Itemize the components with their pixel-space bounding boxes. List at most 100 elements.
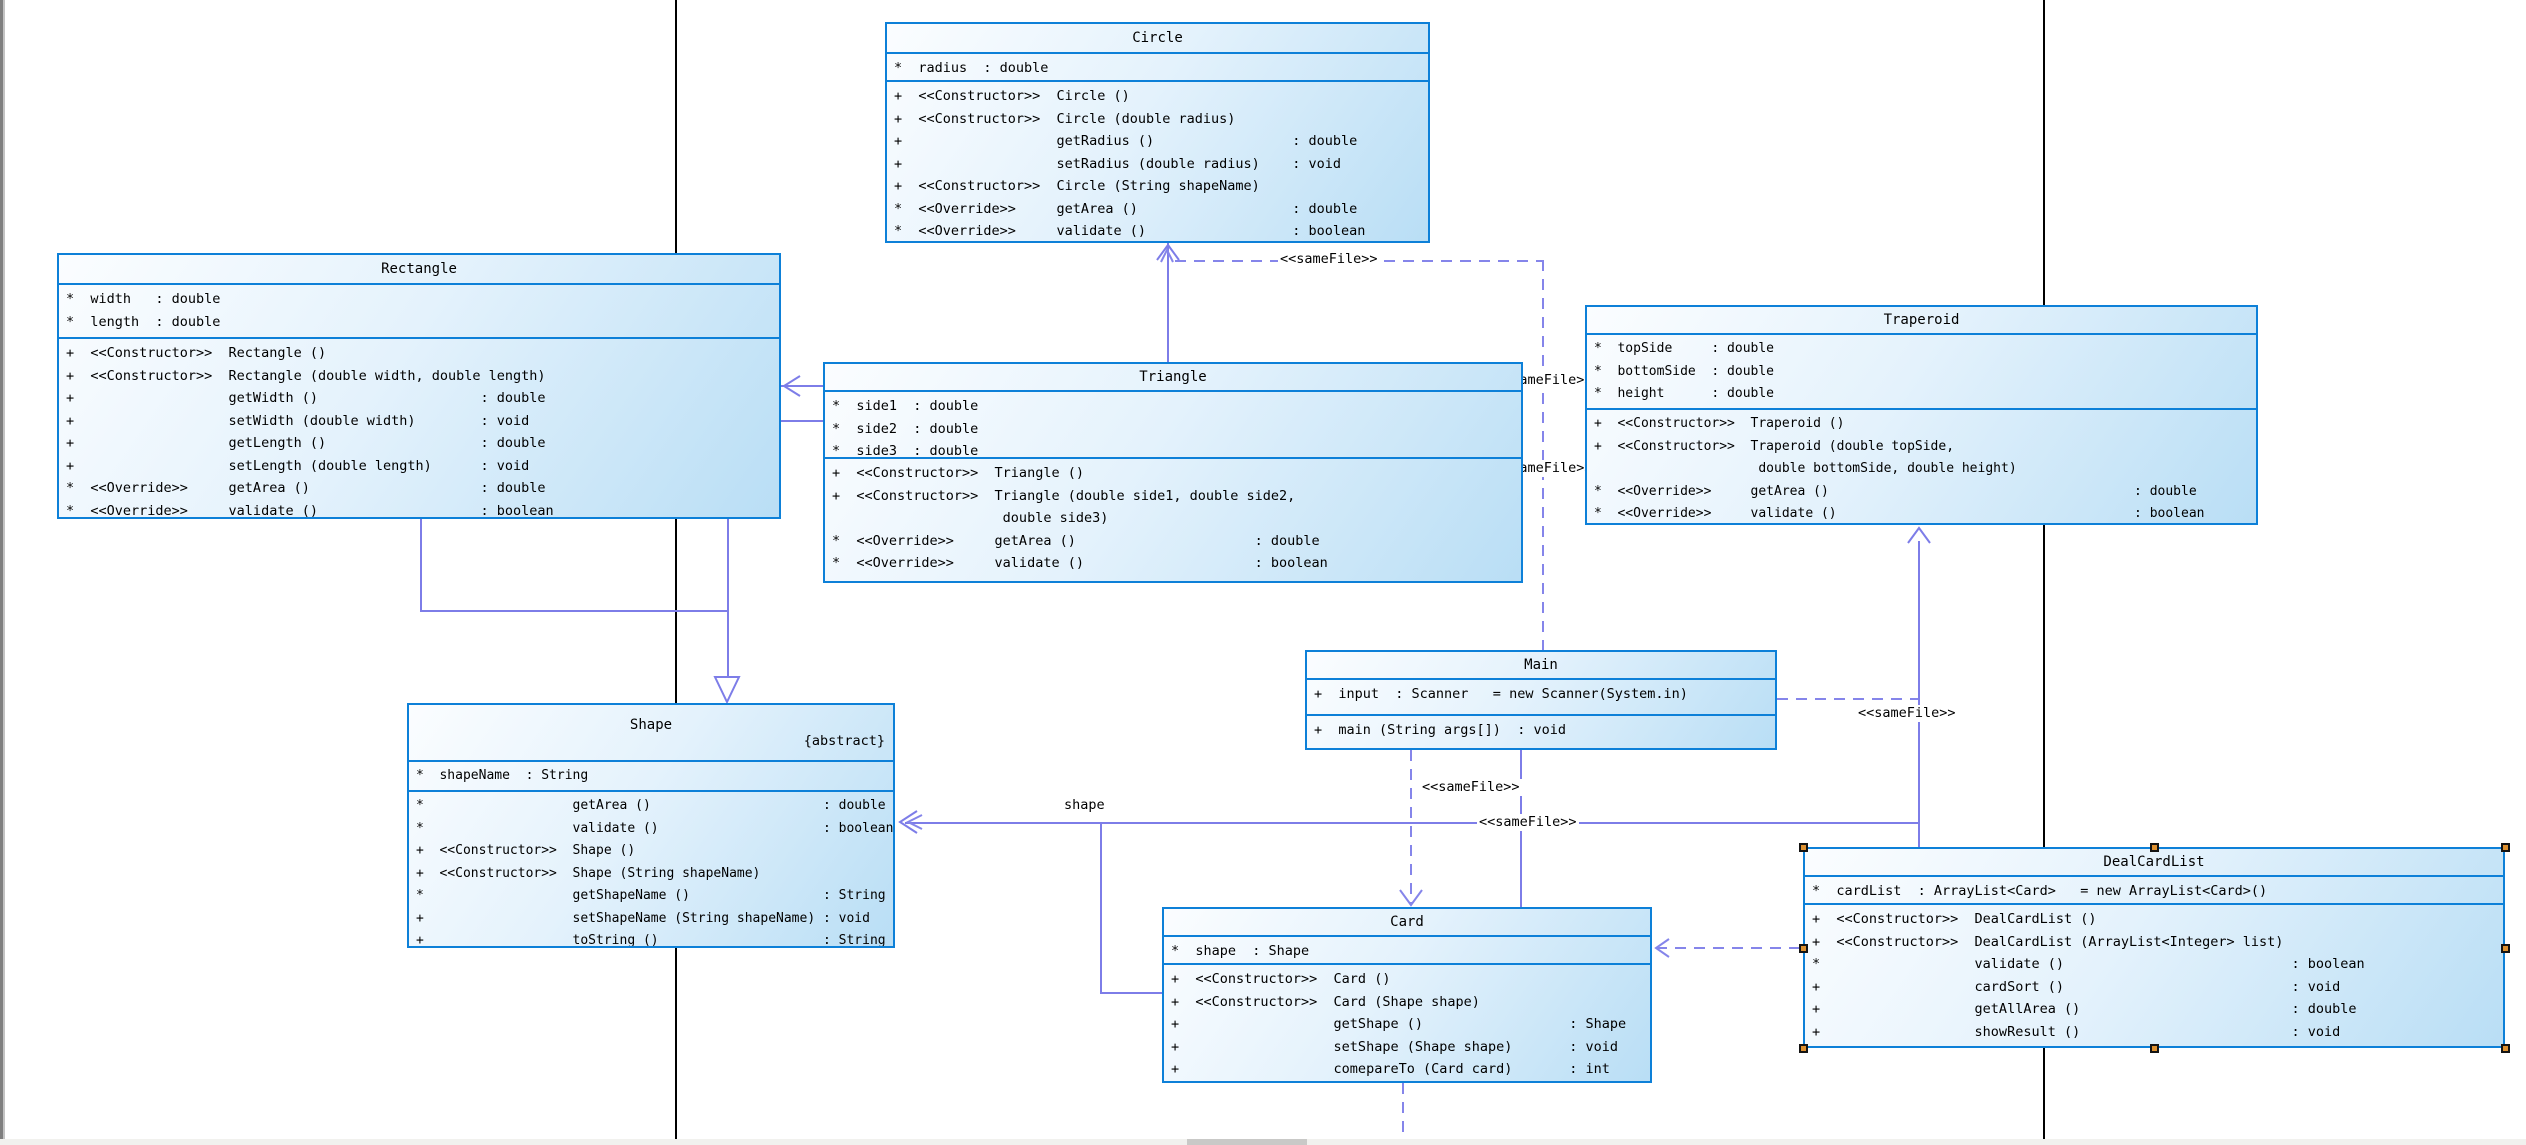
method-row: * validate () : boolean <box>1812 956 2365 972</box>
method-row: + <<Constructor>> Triangle () <box>832 465 1084 481</box>
attribute-row: * shapeName : String <box>416 768 589 783</box>
attribute-row: * side1 : double <box>832 398 979 414</box>
connector-triangle-rectangle[interactable] <box>781 385 823 387</box>
method-row: + <<Constructor>> Traperoid () <box>1594 416 1845 431</box>
method-row: * getShapeName () : String <box>416 888 886 903</box>
attribute-row: * height : double <box>1594 386 1775 401</box>
method-row: + <<Constructor>> Shape () <box>416 843 636 858</box>
method-row: + getWidth () : double <box>66 390 546 406</box>
connector-card-shape-h[interactable] <box>1100 992 1162 994</box>
window-left-border-highlight <box>3 0 5 1145</box>
page-boundary-line-left <box>675 0 677 1139</box>
class-box-dealcardlist[interactable]: DealCardList * cardList : ArrayList<Card>… <box>1803 847 2505 1048</box>
method-row: * <<Override>> validate () : boolean <box>66 502 554 519</box>
method-row: + <<Constructor>> Card () <box>1171 971 1391 987</box>
method-row: + getShape () : Shape <box>1171 1016 1627 1032</box>
class-box-triangle[interactable]: Triangle * side1 : double * side2 : double… <box>823 362 1523 583</box>
open-arrow-down-card-icon <box>1399 889 1423 907</box>
open-arrow-up-traperoid-icon <box>1907 526 1931 544</box>
class-box-shape[interactable]: Shape {abstract} * shapeName : String * get… <box>407 703 895 948</box>
connector-triangle-circle[interactable] <box>1167 243 1169 362</box>
attribute-row: * cardList : ArrayList<Card> = new Array… <box>1812 883 2268 899</box>
method-row: + <<Constructor>> Shape (String shapeNam… <box>416 865 761 881</box>
open-arrow-left-shape-icon <box>898 810 923 834</box>
dependency-samefile-main-right[interactable] <box>1777 698 1918 700</box>
class-title: Main <box>1524 657 1558 673</box>
method-row: + setShapeName (String shapeName) : void <box>416 910 870 926</box>
dependency-card-bottom[interactable] <box>1402 1083 1404 1139</box>
connector-card-shape-v[interactable] <box>1100 822 1102 992</box>
method-row: + <<Constructor>> Card (Shape shape) <box>1171 993 1480 1010</box>
dependency-samefile-circle-v[interactable] <box>1542 260 1544 650</box>
connector-rectangle-shape-v2[interactable] <box>420 519 422 610</box>
method-row: * getArea () : double <box>416 798 886 813</box>
method-row: + <<Constructor>> Rectangle () <box>66 345 327 361</box>
window-left-border <box>0 0 3 1145</box>
method-row: + <<Constructor>> DealCardList (ArrayLis… <box>1812 933 2284 950</box>
method-row: + <<Constructor>> Circle (double radius) <box>894 110 1236 127</box>
attribute-row: + input : Scanner = new Scanner(System.i… <box>1314 686 1688 702</box>
method-row: double bottomSide, double height) <box>1594 461 2017 476</box>
class-title: Card <box>1390 914 1424 930</box>
open-arrow-up-circle-icon <box>1156 243 1180 263</box>
samefile-label-main-deal: <<sameFile>> <box>1856 705 1958 722</box>
attribute-row: * side2 : double <box>832 420 979 437</box>
method-row: * validate () : boolean <box>416 820 893 836</box>
selection-handle[interactable] <box>1799 943 1808 953</box>
attribute-row: * length : double <box>66 313 221 330</box>
class-stereotype-tag: {abstract} <box>803 732 885 749</box>
class-box-rectangle[interactable]: Rectangle* width : double* length : doub… <box>57 253 781 519</box>
method-row: * <<Override>> validate () : boolean <box>894 223 1366 239</box>
method-row: + getAllArea () : double <box>1812 1001 2357 1017</box>
method-row: + showResult () : void <box>1812 1023 2341 1040</box>
method-row: + comepareTo (Card card) : int <box>1171 1061 1610 1077</box>
method-row: + getRadius () : double <box>894 133 1358 149</box>
method-row: * <<Override>> validate () : boolean <box>832 555 1328 571</box>
class-title: Shape <box>629 716 673 733</box>
class-title: Triangle <box>1139 369 1207 385</box>
class-title: DealCardList <box>2103 854 2205 870</box>
connector-triangle-rectangle-2[interactable] <box>781 420 823 422</box>
attribute-row: * shape : Shape <box>1171 943 1310 959</box>
method-row: + main (String args[]) : void <box>1314 722 1566 738</box>
attribute-row: * topSide : double <box>1594 341 1775 356</box>
class-box-circle[interactable]: Circle * radius : double + <<Constructor>>… <box>885 22 1430 243</box>
inheritance-triangle-shape-icon <box>713 676 741 703</box>
method-row: + getLength () : double <box>66 435 546 451</box>
method-row: * <<Override>> validate () : boolean <box>1594 506 2205 521</box>
selection-handle[interactable] <box>2150 1044 2159 1053</box>
selection-handle[interactable] <box>2501 1044 2510 1053</box>
class-title: Traperoid <box>1883 312 1960 328</box>
method-row: + cardSort () : void <box>1812 978 2341 995</box>
horizontal-scrollbar-thumb[interactable] <box>1187 1139 1307 1145</box>
selection-handle[interactable] <box>1799 1044 1808 1053</box>
open-arrow-left-rectangle-icon <box>782 375 801 397</box>
connector-rectangle-shape-v[interactable] <box>727 519 729 679</box>
selection-handle[interactable] <box>2501 943 2510 953</box>
horizontal-scrollbar[interactable] <box>0 1139 2526 1145</box>
selection-handle[interactable] <box>2501 843 2510 852</box>
class-box-traperoid[interactable]: Traperoid* topSide : double* bottomSide … <box>1585 305 2258 525</box>
method-row: + <<Constructor>> DealCardList () <box>1812 911 2097 927</box>
samefile-label-card-area: <<sameFile>> <box>1477 814 1579 831</box>
samefile-label-main-card: <<sameFile>> <box>1420 779 1522 796</box>
method-row: + toString () : String <box>416 933 886 948</box>
selection-handle[interactable] <box>2150 843 2159 852</box>
method-row: + <<Constructor>> Circle () <box>894 88 1130 104</box>
method-row: * <<Override>> getArea () : double <box>1594 483 2197 499</box>
connector-dealcardlist-traperoid[interactable] <box>1918 541 1920 847</box>
method-row: + setRadius (double radius) : void <box>894 155 1342 172</box>
method-row: + setLength (double length) : void <box>66 457 530 474</box>
class-box-main[interactable]: Main + input : Scanner = new Scanner(Syst… <box>1305 650 1777 750</box>
attribute-row: * width : double <box>66 291 221 307</box>
dependency-samefile-main-card[interactable] <box>1410 750 1412 903</box>
dependency-dealcardlist-card[interactable] <box>1656 947 1803 949</box>
method-row: + <<Constructor>> Traperoid (double topS… <box>1594 438 1955 454</box>
class-box-card[interactable]: Card * shape : Shape + <<Constructor>> Car… <box>1162 907 1652 1083</box>
attribute-row: * radius : double <box>894 60 1049 76</box>
selection-handle[interactable] <box>1799 843 1808 852</box>
class-title: Circle <box>1132 30 1183 46</box>
samefile-label-circle: <<sameFile>> <box>1278 251 1380 268</box>
connector-rectangle-shape-h[interactable] <box>420 610 729 612</box>
